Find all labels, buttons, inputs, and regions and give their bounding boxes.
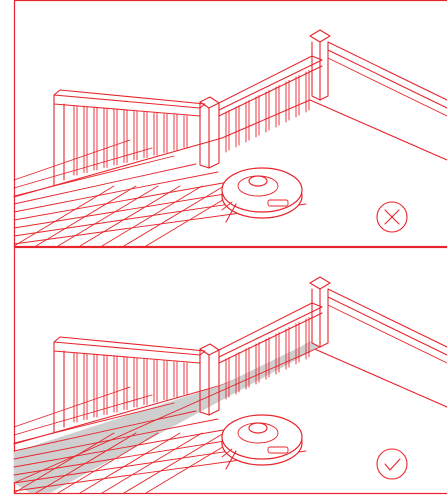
stair-riser <box>57 432 159 494</box>
floor-back-edge <box>309 346 447 408</box>
robot-side-brush <box>225 450 237 470</box>
stair-riser <box>123 185 225 247</box>
robot-lidar-turret <box>248 175 268 187</box>
stair-riser <box>79 432 181 494</box>
back-rail-top <box>327 41 447 101</box>
panel-with-barrier <box>13 246 447 495</box>
back-railing <box>327 41 447 117</box>
left-banister <box>53 89 206 186</box>
robot-lidar-turret <box>248 422 268 434</box>
left-banister <box>53 336 206 433</box>
check-circle-icon <box>376 448 408 480</box>
stair-step <box>13 394 153 436</box>
right-banister <box>218 302 323 400</box>
robot-vacuum <box>221 414 303 470</box>
cross-circle-icon <box>376 201 408 233</box>
right-rail-side <box>218 65 323 117</box>
stair-riser <box>13 432 115 494</box>
stair-step <box>13 426 241 468</box>
robot-side-brush-bristle <box>221 448 233 458</box>
corner-post-cap <box>309 276 331 290</box>
handrail-top <box>53 89 206 109</box>
corner-post-left <box>311 288 321 348</box>
stair-riser <box>35 185 137 247</box>
handrail-top <box>53 336 206 356</box>
post-left <box>199 101 210 169</box>
corner-post-right <box>319 288 329 348</box>
panel-frame <box>13 246 447 495</box>
robot-side-brush-bristle <box>221 201 233 211</box>
robot-top <box>221 167 303 213</box>
status-circle <box>376 448 408 480</box>
robot-top <box>221 414 303 460</box>
stair-step <box>13 410 197 452</box>
stair-riser <box>101 185 203 247</box>
corner-post-right <box>319 41 329 101</box>
floor-back-edge <box>309 99 447 161</box>
panel-frame <box>13 0 447 248</box>
stair-riser <box>35 432 137 494</box>
corner-post <box>309 276 331 348</box>
back-rail-bottom <box>327 49 447 109</box>
stair-step <box>13 147 153 189</box>
stair-riser <box>101 432 203 494</box>
stair-riser <box>13 185 115 247</box>
post-right <box>208 102 220 169</box>
post-left <box>199 348 210 416</box>
stair-step <box>13 139 131 181</box>
corner-post-cap <box>309 29 331 43</box>
stair-riser <box>57 185 159 247</box>
back-rail-top <box>327 288 447 348</box>
right-rail-top <box>218 302 323 358</box>
stair-riser <box>123 432 225 494</box>
stair-riser <box>79 185 181 247</box>
staircase <box>13 386 307 494</box>
stair-step <box>13 179 241 221</box>
stair-step <box>13 171 219 213</box>
status-circle <box>376 201 408 233</box>
corner-post <box>309 29 331 101</box>
check-stroke <box>384 458 401 471</box>
back-rail-bottom <box>327 296 447 356</box>
back-rail-skirt <box>327 57 447 117</box>
back-railing <box>327 288 447 364</box>
right-rail-top <box>218 55 323 111</box>
robot-bumper-sensor <box>267 199 289 207</box>
right-rail-side <box>218 312 323 364</box>
robot-bumper-sensor <box>267 446 289 454</box>
robot-side-brush <box>225 203 237 223</box>
stair-step <box>13 418 219 460</box>
right-banister <box>218 55 323 153</box>
robot-vacuum <box>221 167 303 223</box>
panel-no-barrier <box>13 0 447 248</box>
staircase <box>13 139 307 247</box>
cross-stroke <box>384 209 400 225</box>
stair-step <box>13 402 175 444</box>
post-right <box>208 349 220 416</box>
middle-newel-post <box>199 96 220 169</box>
stair-step <box>13 155 175 197</box>
corner-post-left <box>311 41 321 101</box>
stair-step <box>13 163 197 205</box>
stair-step <box>13 386 131 428</box>
back-rail-skirt <box>327 304 447 364</box>
